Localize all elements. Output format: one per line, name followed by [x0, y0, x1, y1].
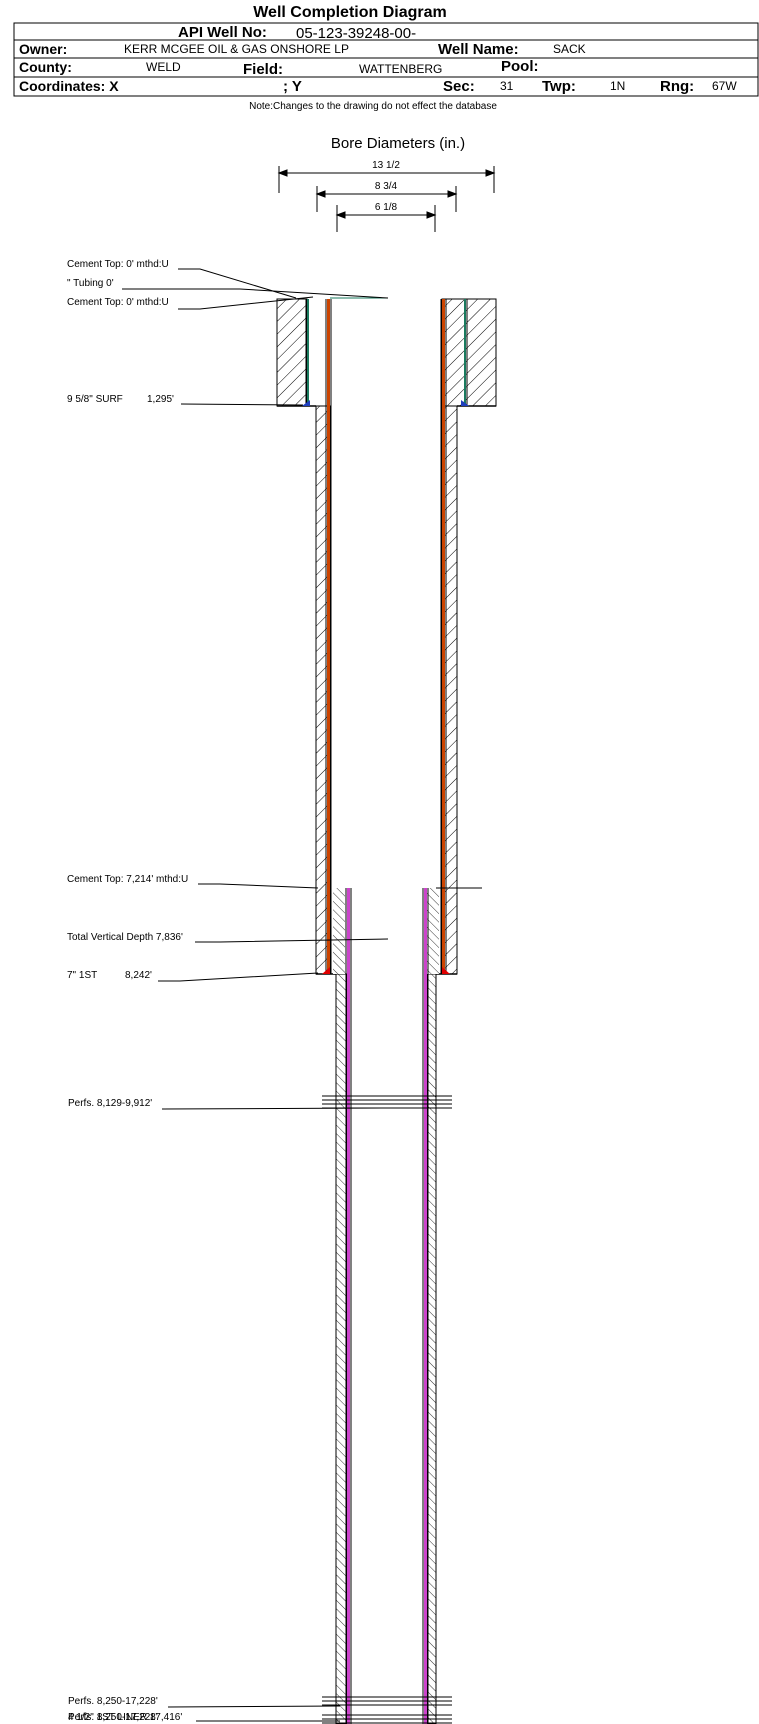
pool-label: Pool:	[501, 58, 539, 75]
page-title: Well Completion Diagram	[253, 4, 447, 21]
label-first-depth: 8,242'	[125, 970, 152, 981]
well-name-label: Well Name:	[438, 41, 519, 58]
label-surface-depth: 1,295'	[147, 394, 174, 405]
first-shoe-right	[442, 967, 450, 974]
county-label: County:	[19, 59, 72, 75]
surface-shoe-right	[461, 400, 469, 406]
coordinates-x-label: Coordinates: X	[19, 78, 119, 94]
label-surface-casing: 9 5/8" SURF	[67, 394, 123, 405]
twp-value: 1N	[610, 79, 625, 93]
first-shoe-left	[322, 967, 330, 974]
bore-dimension-13-1-2	[277, 166, 496, 193]
label-total-vertical-depth: Total Vertical Depth 7,836'	[67, 932, 183, 943]
twp-label: Twp:	[542, 78, 576, 95]
rng-label: Rng:	[660, 78, 694, 95]
first-casing-right	[442, 299, 445, 974]
surface-hole-right	[441, 298, 497, 407]
field-value: WATTENBERG	[359, 62, 442, 76]
header-table	[13, 22, 759, 97]
bore-label-6-1-8: 6 1/8	[375, 202, 398, 213]
label-first-casing: 7" 1ST	[67, 970, 97, 981]
county-value: WELD	[146, 60, 181, 74]
liner-left	[347, 888, 350, 1724]
liner-right	[424, 888, 427, 1724]
label-liner: 4 1/2" 1ST LINER 17,416'	[68, 1712, 182, 1723]
owner-label: Owner:	[19, 41, 67, 57]
label-perfs-3: Perfs. 8,250-17,228'	[68, 1712, 158, 1723]
bore-diameters-title: Bore Diameters (in.)	[331, 135, 465, 152]
note-text: Note:Changes to the drawing do not effec…	[249, 101, 497, 112]
label-cement-top-2: Cement Top: 0' mthd:U	[67, 297, 169, 308]
bore-dimension-6-1-8	[335, 205, 437, 232]
bore-label-13-1-2: 13 1/2	[372, 160, 400, 171]
api-label: API Well No:	[178, 24, 267, 41]
sec-label: Sec:	[443, 78, 475, 95]
owner-value: KERR MCGEE OIL & GAS ONSHORE LP	[124, 42, 349, 56]
surface-hole-left	[276, 298, 308, 407]
field-label: Field:	[243, 61, 283, 78]
bore-label-8-3-4: 8 3/4	[375, 181, 398, 192]
well-name-value: SACK	[553, 42, 586, 56]
rng-value: 67W	[712, 79, 737, 93]
perforations-2	[322, 1696, 452, 1724]
first-casing-left	[327, 299, 330, 974]
label-cement-top-1: Cement Top: 0' mthd:U	[67, 259, 169, 270]
sec-value: 31	[500, 79, 514, 93]
label-cement-top-3: Cement Top: 7,214' mthd:U	[67, 874, 188, 885]
label-perfs-1: Perfs. 8,129-9,912'	[68, 1098, 152, 1109]
label-tubing: " Tubing 0'	[67, 278, 114, 289]
production-hole-left	[335, 973, 348, 1724]
label-perfs-2: Perfs. 8,250-17,228'	[68, 1696, 158, 1707]
api-value: 05-123-39248-00-	[296, 25, 416, 42]
bore-dimension-8-3-4	[315, 186, 458, 212]
coordinates-y-label: ; Y	[283, 78, 302, 95]
surface-shoe-left	[302, 400, 310, 406]
